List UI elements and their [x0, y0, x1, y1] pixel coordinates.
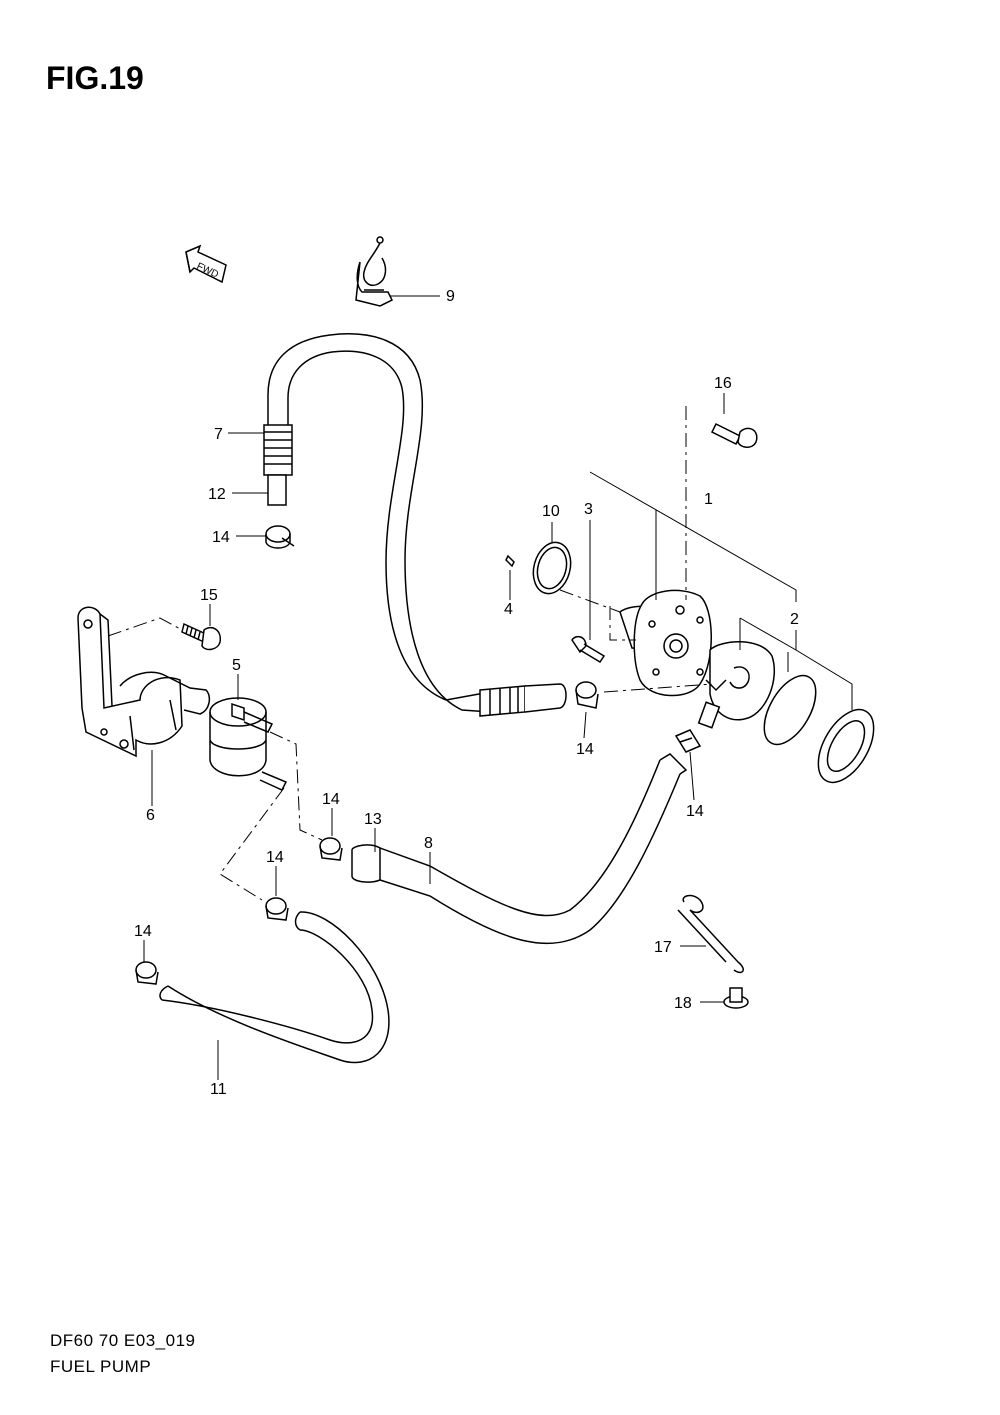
pump-diaphragm: [697, 641, 875, 784]
callout-labels: 9 7 12 14 15 5 6 16 1 3 10 4 2 14 14 14 …: [134, 288, 799, 1098]
callout-8: 8: [424, 835, 433, 852]
callout-18: 18: [674, 995, 692, 1012]
callout-16: 16: [714, 375, 732, 392]
pump-screw: [571, 635, 606, 664]
callout-2: 2: [790, 611, 799, 628]
leader-lines: [107, 295, 853, 1080]
fuel-pump-body: [619, 589, 712, 697]
callout-15: 15: [200, 587, 218, 604]
callout-14-lower: 14: [266, 849, 284, 866]
grommet: [723, 987, 749, 1009]
filter-bracket: [77, 606, 211, 758]
callout-14-left: 14: [134, 923, 152, 940]
callout-10: 10: [542, 503, 560, 520]
callout-14-right: 14: [686, 803, 704, 820]
pump-pin: [505, 554, 515, 568]
callout-11: 11: [210, 1081, 227, 1098]
callout-17: 17: [654, 939, 672, 956]
callout-13: 13: [364, 811, 382, 828]
hose-joint: [263, 424, 293, 506]
callout-4: 4: [504, 601, 513, 618]
hose-clamp-lower-2: [265, 897, 289, 921]
fuel-hose-11: [159, 911, 390, 1064]
hose-clamp-pump-right: [674, 729, 702, 753]
hose-clip: [355, 236, 394, 307]
callout-6: 6: [146, 807, 155, 824]
callout-7: 7: [214, 426, 223, 443]
fwd-arrow: FWD: [185, 244, 227, 284]
long-fuel-hose: [267, 333, 567, 717]
callout-9: 9: [446, 288, 455, 305]
hose-clamp-lower-3: [135, 961, 159, 985]
callout-14-mid: 14: [322, 791, 340, 808]
pump-bolt-long: [710, 422, 758, 448]
callout-3: 3: [584, 501, 593, 518]
footer-code: DF60 70 E03_019: [50, 1331, 196, 1350]
hose-clamp-lower-1: [319, 837, 343, 861]
hose-clamp-pump-left: [575, 681, 599, 709]
footer-name: FUEL PUMP: [50, 1357, 152, 1376]
callout-14-top: 14: [212, 529, 230, 546]
spring-clip: [677, 894, 744, 974]
callout-5: 5: [232, 657, 241, 674]
figure-title: FIG.19: [46, 60, 144, 96]
fuel-filter: [209, 697, 288, 791]
o-ring: [532, 541, 572, 595]
bracket-bolt: [181, 622, 221, 651]
callout-1: 1: [704, 491, 713, 508]
hose-clamp-top: [265, 525, 295, 549]
callout-14-pump: 14: [576, 741, 594, 758]
callout-12: 12: [208, 486, 226, 503]
fuel-hose-8: [351, 753, 688, 945]
